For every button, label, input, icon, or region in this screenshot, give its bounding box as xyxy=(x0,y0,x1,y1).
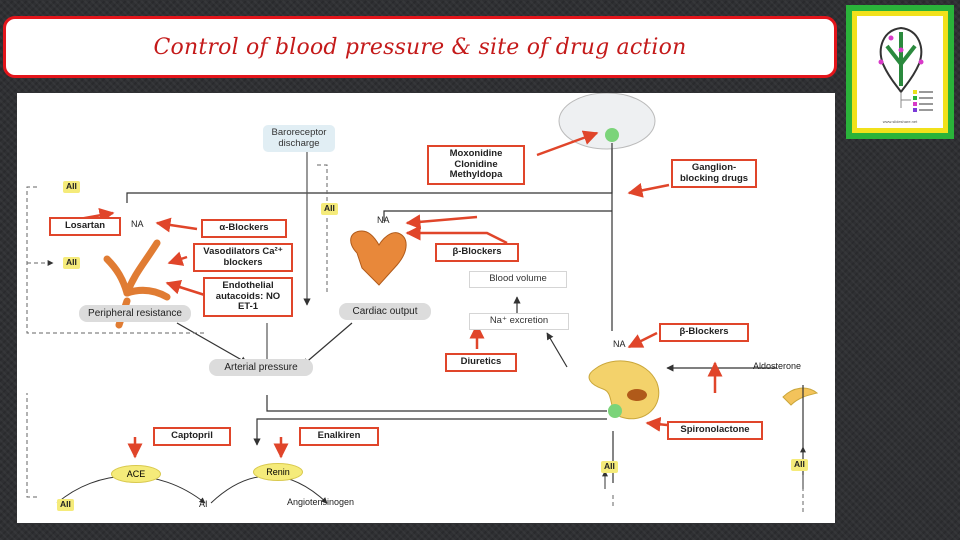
diuretics-drug-box: Diuretics xyxy=(445,353,517,372)
thumbnail-image: www.slideshare.net xyxy=(852,11,948,133)
thumbnail-caption: www.slideshare.net xyxy=(882,119,918,124)
slide-title: Control of blood pressure & site of drug… xyxy=(153,34,687,60)
losartan-drug-box: Losartan xyxy=(49,217,121,236)
aii-label-5: AII xyxy=(601,461,618,473)
adrenal-gland-icon xyxy=(782,387,819,406)
moxonidine-drug-box: Moxonidine Clonidine Methyldopa xyxy=(427,145,525,185)
na-label-3: NA xyxy=(613,339,626,349)
title-banner: Control of blood pressure & site of drug… xyxy=(3,16,837,78)
na-label-2: NA xyxy=(377,215,390,225)
angiotensinogen-label: Angiotensinogen xyxy=(287,497,355,507)
baroreceptor-node: Baroreceptor discharge xyxy=(263,125,335,153)
beta-blockers-drug-box-1: β-Blockers xyxy=(435,243,519,262)
peripheral-resistance-node: Peripheral resistance xyxy=(79,305,191,323)
kidney-icon xyxy=(588,360,660,420)
captopril-drug-box: Captopril xyxy=(153,427,231,446)
vasodilators-drug-box: Vasodilators Ca²⁺ blockers xyxy=(193,243,293,273)
spironolactone-drug-box: Spironolactone xyxy=(667,421,763,440)
ganglion-blocking-drug-box: Ganglion-blocking drugs xyxy=(671,159,757,189)
beta-blockers-drug-box-2: β-Blockers xyxy=(659,323,749,342)
aii-label-3: AII xyxy=(321,203,338,215)
cardiac-output-node: Cardiac output xyxy=(339,303,431,321)
aii-label-2: AII xyxy=(63,257,80,269)
bp-control-diagram: Baroreceptor discharge Moxonidine Clonid… xyxy=(17,93,835,523)
ace-enzyme: ACE xyxy=(111,465,161,483)
ai-label: AI xyxy=(199,499,208,509)
aii-label-1: AII xyxy=(63,181,80,193)
thumbnail-frame: www.slideshare.net xyxy=(846,5,954,139)
heart-icon xyxy=(350,230,407,286)
blood-volume-node: Blood volume xyxy=(469,271,567,288)
aii-label-6: AII xyxy=(791,459,808,471)
aii-label-4: AII xyxy=(57,499,74,511)
aldosterone-label: Aldosterone xyxy=(753,361,802,371)
heart-conduction-icon xyxy=(878,26,933,112)
endothelial-autacoids-box: Endothelial autacoids: NO ET-1 xyxy=(203,277,293,317)
arterial-pressure-node: Arterial pressure xyxy=(209,359,313,377)
alpha-blockers-drug-box: α-Blockers xyxy=(201,219,287,238)
enalkiren-drug-box: Enalkiren xyxy=(299,427,379,446)
na-label-1: NA xyxy=(131,219,144,229)
na-excretion-node: Na⁺ excretion xyxy=(469,313,569,330)
diagram-connectors xyxy=(26,93,819,513)
renin-enzyme: Renin xyxy=(253,463,303,481)
